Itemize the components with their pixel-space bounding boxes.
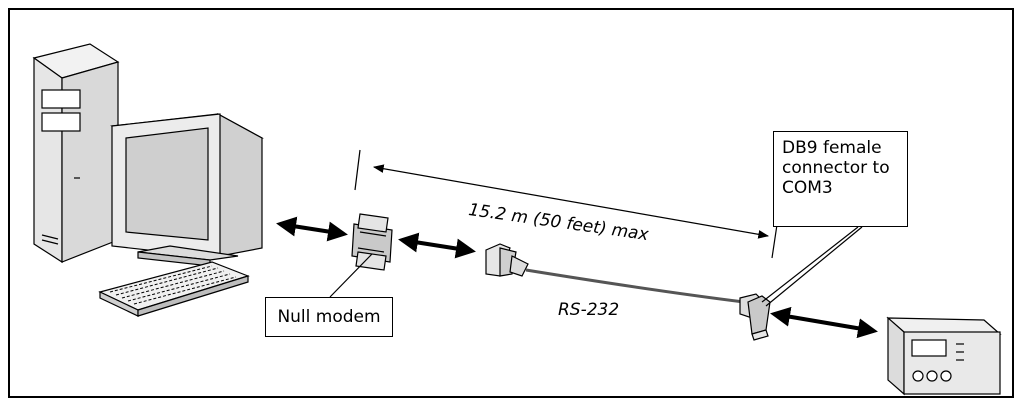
db9-connector-icon	[739, 293, 771, 341]
db9-callout-line-1: DB9 female	[782, 138, 882, 158]
cable-type-label: RS-232	[558, 300, 620, 320]
rs232-cable	[525, 268, 745, 304]
controller-device-icon	[886, 316, 1002, 396]
monitor-icon	[110, 112, 264, 267]
db9-callout: DB9 female connector to COM3	[773, 131, 908, 227]
db9-callout-line-2: connector to	[782, 158, 890, 178]
null-modem-callout-text: Null modem	[277, 307, 381, 327]
db9-leader-1	[761, 226, 859, 303]
db25-connector-icon	[485, 243, 529, 277]
pc-tower-icon	[32, 43, 120, 264]
keyboard-icon	[98, 261, 250, 317]
null-modem-leader	[329, 253, 373, 298]
arrow-nullmodem-cable	[398, 232, 476, 259]
null-modem-callout: Null modem	[265, 297, 393, 337]
dimension-arrow	[372, 164, 770, 239]
arrow-db9-device	[770, 306, 878, 339]
diagram-frame	[8, 8, 1014, 398]
dimension-tick-left	[354, 149, 361, 191]
db9-callout-line-3: COM3	[782, 178, 833, 198]
arrow-pc-nullmodem	[276, 216, 348, 242]
null-modem-icon	[351, 213, 393, 271]
db9-leader-2	[765, 226, 863, 307]
